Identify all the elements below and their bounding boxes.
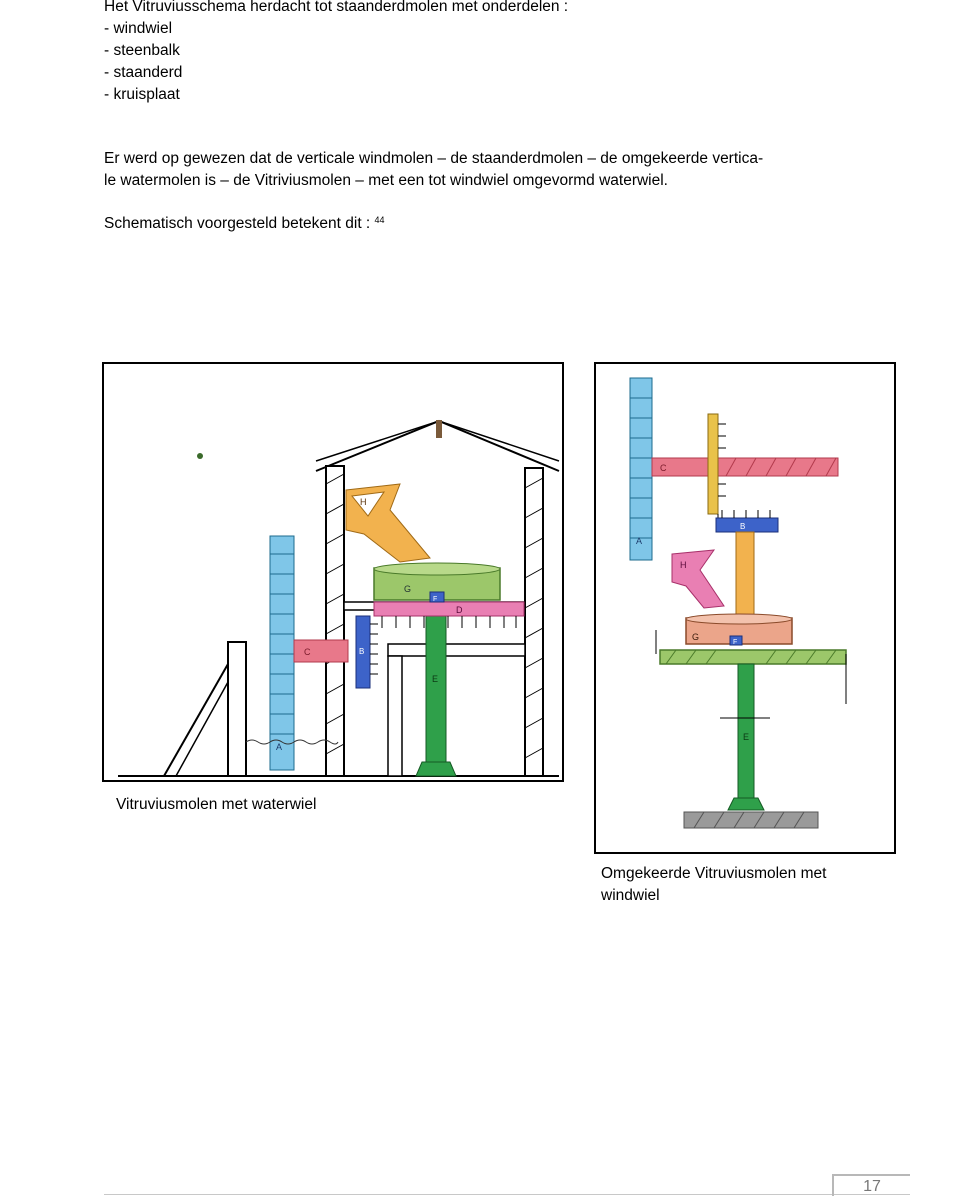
floor-hatch bbox=[665, 649, 837, 665]
label-h: H bbox=[680, 560, 687, 570]
rynd-f bbox=[429, 591, 445, 603]
waterwheel-drawing: A C B E D G F bbox=[118, 419, 560, 777]
label-b: B bbox=[740, 522, 745, 531]
label-b: B bbox=[359, 647, 364, 656]
lantern-wheel-teeth bbox=[721, 510, 771, 518]
label-a: A bbox=[276, 742, 282, 752]
base-plate-hatch bbox=[693, 811, 805, 829]
list-item: - steenbalk bbox=[104, 42, 180, 59]
gear-wheel-vertical bbox=[707, 413, 719, 515]
axle-beam bbox=[293, 639, 349, 663]
wind-axle bbox=[651, 457, 839, 477]
label-a: A bbox=[636, 536, 642, 546]
figure-inverted-windwheel: A C B H G F bbox=[594, 362, 896, 854]
house-wall-left bbox=[325, 465, 345, 777]
label-c: C bbox=[660, 463, 667, 473]
label-e: E bbox=[432, 674, 438, 684]
label-h: H bbox=[360, 497, 367, 507]
support-strut bbox=[163, 663, 229, 777]
lantern-teeth bbox=[381, 616, 517, 628]
body-paragraph: Er werd op gewezen dat de verticale wind… bbox=[104, 148, 763, 192]
schematic-text: Schematisch voorgesteld betekent dit : bbox=[104, 215, 375, 232]
shaft-foot bbox=[415, 761, 457, 777]
wall-right-hatch bbox=[524, 477, 544, 759]
support-strut-inner bbox=[175, 681, 229, 777]
label-f: F bbox=[733, 639, 737, 646]
label-g: G bbox=[692, 632, 699, 642]
footnote-marker: 44 bbox=[374, 215, 385, 225]
hopper-inner bbox=[351, 491, 386, 517]
vertical-shaft bbox=[425, 615, 447, 767]
small-mark bbox=[197, 453, 203, 459]
gear-vertical-teeth bbox=[718, 423, 726, 497]
wind-wheel-blades bbox=[630, 397, 652, 539]
wind-wheel bbox=[629, 377, 653, 561]
spindle bbox=[735, 531, 755, 617]
beam-post bbox=[387, 655, 403, 777]
label-f: F bbox=[433, 596, 437, 603]
axle-hatch bbox=[725, 457, 837, 477]
label-d: D bbox=[456, 605, 463, 615]
paragraph-line: le watermolen is – de Vitriviusmolen – m… bbox=[104, 172, 668, 189]
page-number-box: 17 bbox=[832, 1174, 910, 1196]
intro-heading: Het Vitruviusschema herdacht tot staande… bbox=[104, 0, 569, 15]
millstone-top bbox=[373, 562, 501, 576]
intro-block: Het Vitruviusschema herdacht tot staande… bbox=[104, 0, 568, 106]
hopper bbox=[671, 549, 725, 609]
schematic-intro: Schematisch voorgesteld betekent dit : 4… bbox=[104, 213, 385, 235]
millstone-top bbox=[685, 613, 793, 625]
gear-wheel-cogs bbox=[370, 623, 378, 675]
lantern-wheel bbox=[715, 517, 779, 533]
figure-vitruvius-waterwheel: A C B E D G F bbox=[102, 362, 564, 782]
paragraph-line: Er werd op gewezen dat de verticale wind… bbox=[104, 150, 764, 167]
water-wheel bbox=[269, 535, 295, 771]
list-item: - windwiel bbox=[104, 20, 173, 37]
support-post bbox=[227, 641, 247, 777]
label-e: E bbox=[743, 732, 749, 742]
house-wall-right bbox=[524, 467, 544, 777]
rynd-f bbox=[729, 635, 743, 646]
shaft-foot bbox=[727, 797, 765, 811]
lower-beam bbox=[387, 643, 526, 657]
footer-line bbox=[104, 1194, 910, 1195]
label-g: G bbox=[404, 584, 411, 594]
list-item: - kruisplaat bbox=[104, 86, 180, 103]
figure1-caption: Vitruviusmolen met waterwiel bbox=[116, 796, 317, 813]
label-c: C bbox=[304, 647, 311, 657]
list-item: - staanderd bbox=[104, 64, 183, 81]
base-plate bbox=[683, 811, 819, 829]
gear-wheel bbox=[355, 615, 371, 689]
figure2-caption: Omgekeerde Vitruviusmolen met windwiel bbox=[601, 865, 827, 904]
windwheel-drawing: A C B H G F bbox=[629, 377, 847, 829]
page-number: 17 bbox=[863, 1178, 881, 1195]
roof-peak-post bbox=[436, 420, 442, 438]
water-surface bbox=[245, 739, 339, 745]
lantern-gear bbox=[373, 601, 525, 617]
water-wheel-paddles bbox=[270, 553, 294, 735]
